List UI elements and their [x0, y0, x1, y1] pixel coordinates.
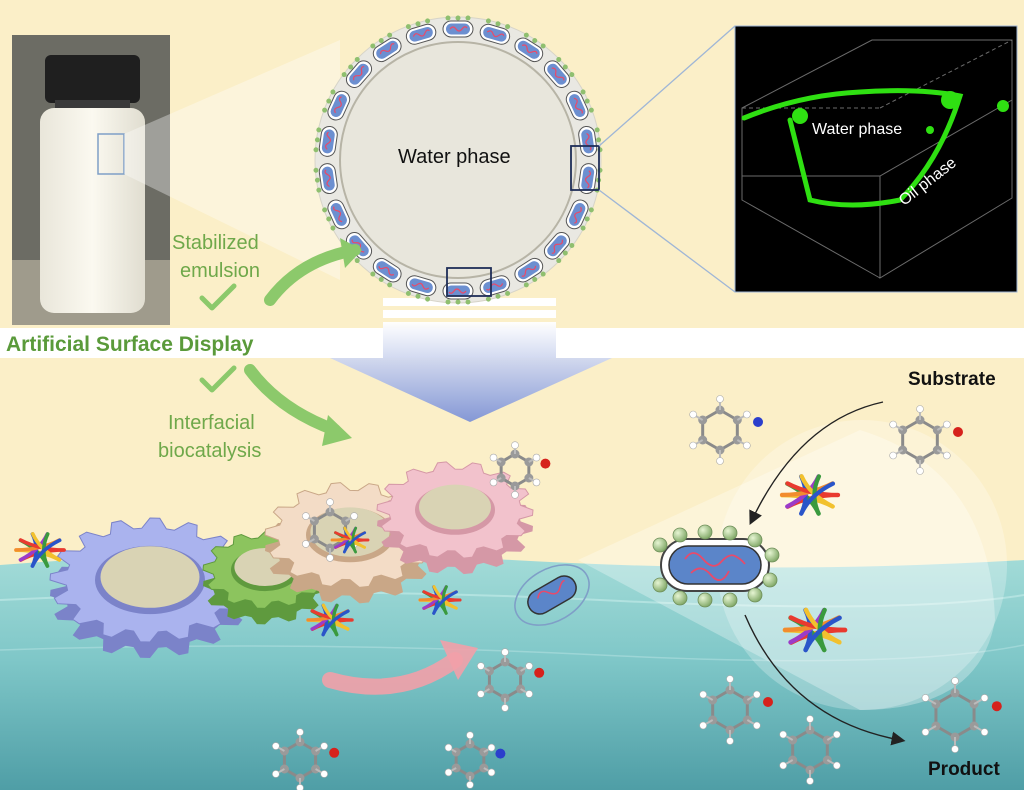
cell-zoom-circle — [717, 420, 1007, 710]
cell-zoom-cone — [578, 430, 995, 710]
gear-icon — [49, 517, 251, 658]
funnel-arrow — [330, 298, 612, 422]
enzyme-icon — [782, 607, 848, 653]
stabilized-label: Stabilized — [172, 232, 259, 254]
ring-cell — [514, 32, 546, 63]
zoom-line-bottom — [598, 189, 736, 293]
ring-cell — [543, 232, 575, 264]
ring-cell — [479, 275, 511, 302]
surface-beads — [652, 524, 780, 608]
product-arrow — [744, 614, 906, 746]
ring-cell — [578, 125, 603, 157]
substrate-label: Substrate — [908, 369, 996, 390]
enzyme-icon — [779, 474, 841, 516]
enzyme-icon — [418, 585, 462, 615]
checkmark-icon — [199, 365, 237, 393]
bead-icon — [764, 547, 780, 563]
micrograph-water-label: Water phase — [812, 121, 903, 138]
cell-icon — [514, 564, 590, 626]
water-phase-label: Water phase — [398, 146, 511, 168]
ring-cell — [322, 199, 351, 231]
bead-icon — [747, 587, 763, 603]
green-arrow-down-head — [322, 415, 352, 446]
cell-icon — [660, 538, 770, 592]
green-arrow-down — [244, 364, 341, 436]
bead-icon — [762, 572, 778, 588]
biocatalysis-label: biocatalysis — [158, 440, 262, 462]
zoom-cone — [124, 40, 340, 280]
bead-icon — [722, 525, 738, 541]
zoom-line-top — [598, 25, 736, 147]
molecule-group — [272, 395, 1002, 790]
ring-cell — [370, 32, 402, 63]
ring-cell — [313, 125, 338, 157]
gear-group — [49, 461, 534, 658]
substrate-arrow — [749, 401, 884, 526]
green-arrow-up — [264, 244, 361, 306]
molecule-icon — [921, 677, 1002, 753]
bead-icon — [697, 592, 713, 608]
enzyme-icon — [306, 603, 354, 637]
emulsion-droplet — [313, 15, 603, 305]
molecule-icon — [272, 728, 340, 790]
ring-cell — [405, 275, 437, 302]
ring-cell — [543, 56, 575, 88]
product-label: Product — [928, 759, 1000, 780]
surface-display-cells — [313, 15, 603, 305]
checkmark-icon — [199, 283, 237, 311]
ring-cell — [565, 89, 594, 121]
zoom-box-bottom — [446, 267, 492, 297]
molecule-icon — [889, 405, 963, 475]
ring-cell — [442, 282, 474, 305]
confocal-micrograph — [734, 25, 1018, 293]
zoom-box-right — [570, 145, 600, 191]
ring-cell — [565, 199, 594, 231]
bead-icon — [722, 592, 738, 608]
vial-photo — [12, 35, 170, 325]
enzyme-icon — [330, 526, 370, 554]
enzyme-group — [14, 474, 848, 653]
ring-cell — [405, 18, 437, 45]
molecule-icon — [779, 715, 841, 785]
bead-icon — [672, 590, 688, 606]
ring-cell — [442, 15, 474, 38]
ring-cell — [370, 257, 402, 288]
bead-icon — [672, 527, 688, 543]
molecule-icon — [699, 675, 773, 745]
molecule-icon — [477, 648, 545, 712]
ring-cell — [514, 257, 546, 288]
emulsion-label: emulsion — [180, 260, 261, 282]
molecule-icon — [444, 731, 506, 789]
molecule-icon — [302, 498, 358, 562]
molecule-icon — [689, 395, 763, 465]
enzyme-icon — [14, 532, 66, 568]
ring-cell — [313, 163, 338, 195]
bead-icon — [652, 577, 668, 593]
molecule-icon — [489, 441, 551, 499]
green-arrow-up-head — [340, 238, 362, 268]
ring-cell — [479, 18, 511, 45]
pink-arrow — [322, 652, 463, 695]
ring-cell — [322, 89, 351, 121]
bead-icon — [652, 537, 668, 553]
gear-icon — [376, 461, 534, 575]
pink-arrow-head — [440, 640, 478, 680]
bead-icon — [747, 532, 763, 548]
ring-cell — [341, 56, 373, 88]
interfacial-label: Interfacial — [168, 412, 255, 434]
artificial-surface-display-title: Artificial Surface Display — [6, 333, 254, 356]
bead-icon — [697, 524, 713, 540]
